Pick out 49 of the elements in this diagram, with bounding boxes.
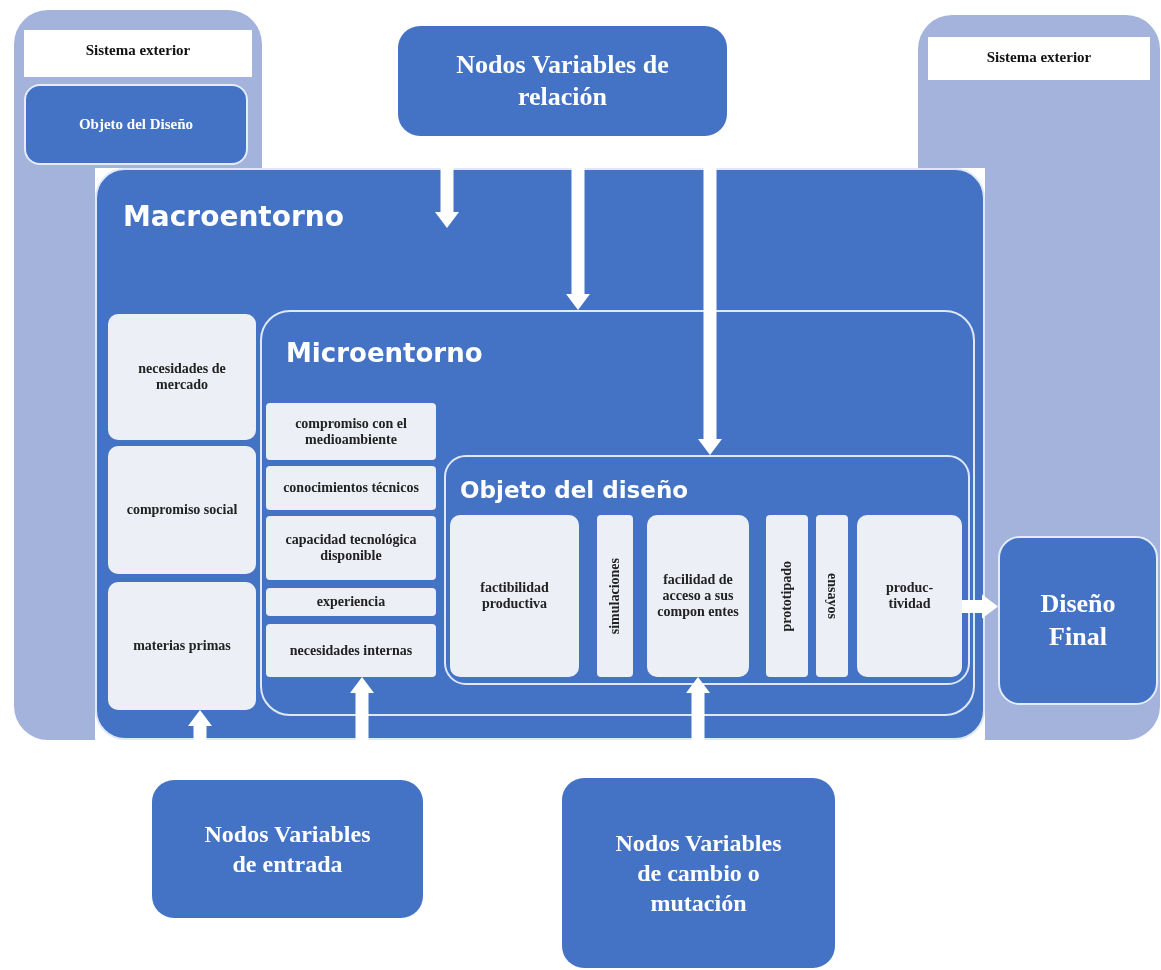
factor-label: compromiso social: [125, 502, 239, 518]
factor-box: [816, 515, 848, 677]
factor-box: [266, 466, 436, 510]
factor-label: capacidad tecnológica disponible: [284, 532, 418, 564]
container-title: Macroentorno: [123, 200, 344, 233]
factor-box: [597, 515, 633, 677]
outer-system-panel: [918, 15, 1160, 168]
factor-box: [266, 403, 436, 460]
process-box: [152, 780, 423, 918]
factor-box: [857, 515, 962, 677]
factor-box: [266, 624, 436, 677]
factor-box: [266, 516, 436, 580]
outer-system-panel: [14, 10, 262, 168]
node-label: Nodos Variables de entrada: [203, 820, 372, 879]
factor-box: [766, 515, 808, 677]
node-label: Objeto del Diseño: [77, 115, 195, 134]
panel-heading: Sistema exterior: [928, 37, 1150, 80]
process-box: [24, 84, 248, 165]
factor-box: [108, 582, 256, 710]
factor-label: compromiso con el medioambiente: [294, 415, 408, 448]
factor-label: materias primas: [132, 638, 232, 654]
factor-box: [450, 515, 579, 677]
factor-box: [266, 588, 436, 616]
factor-label: conocimientos técnicos: [282, 480, 420, 496]
factor-label: produc-tividad: [884, 580, 935, 612]
factor-label: necesidades internas: [288, 642, 414, 659]
factor-box: [647, 515, 749, 677]
factor-label: ensayos: [824, 573, 840, 619]
environment-container: [260, 310, 975, 716]
design-object-container: [444, 455, 970, 685]
factor-label: factibilidad productiva: [479, 580, 550, 612]
process-box: [398, 26, 727, 136]
panel-heading: Sistema exterior: [24, 30, 252, 77]
factor-box: [108, 314, 256, 440]
environment-container: [95, 168, 985, 740]
process-box: [562, 778, 835, 968]
node-label: Nodos Variables de cambio o mutación: [614, 829, 783, 918]
block-arrow: [962, 594, 998, 619]
factor-label: simulaciones: [607, 557, 623, 635]
factor-box: [108, 446, 256, 574]
factor-label: necesidades de mercado: [137, 361, 227, 393]
factor-label: experiencia: [315, 594, 387, 610]
container-title: Objeto del diseño: [460, 477, 689, 503]
result-box: [998, 536, 1158, 705]
node-label: Diseño Final: [1039, 588, 1117, 653]
node-label: Nodos Variables de relación: [455, 48, 670, 113]
factor-label: facilidad de acceso a sus compon entes: [656, 572, 740, 620]
container-title: Microentorno: [286, 338, 483, 368]
factor-label: prototipado: [779, 560, 795, 632]
